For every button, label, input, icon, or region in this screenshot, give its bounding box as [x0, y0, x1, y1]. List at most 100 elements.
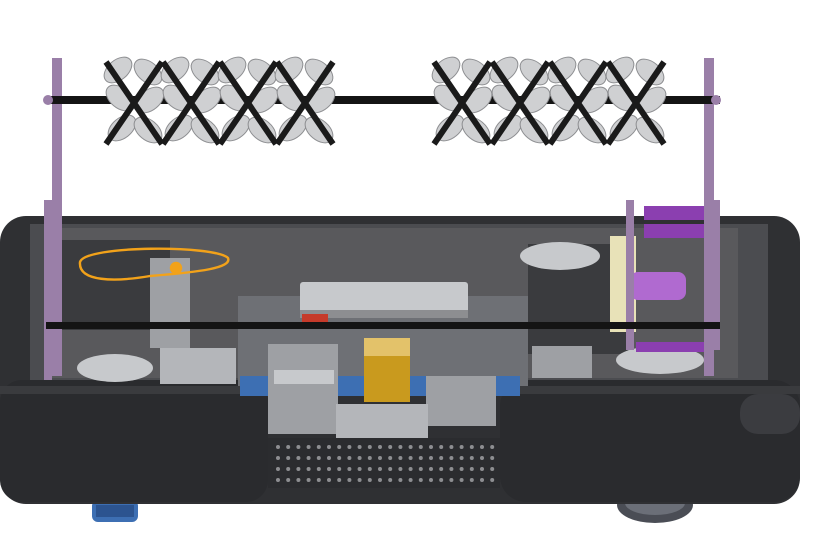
hole — [449, 445, 454, 449]
hole — [439, 467, 444, 471]
shafts — [43, 95, 721, 329]
side-plates — [44, 58, 720, 380]
hole — [347, 478, 352, 482]
right-drive-module — [520, 242, 704, 378]
hole — [388, 478, 393, 482]
hole — [337, 445, 342, 449]
hole — [449, 467, 454, 471]
hole — [408, 478, 413, 482]
hole — [469, 478, 474, 482]
hole — [327, 478, 331, 482]
roller-left-1 — [103, 56, 165, 146]
hole — [306, 456, 311, 460]
hole — [327, 467, 331, 471]
hole — [378, 456, 382, 460]
hole — [439, 478, 444, 482]
hole — [429, 467, 433, 471]
hole — [490, 445, 495, 449]
hole — [418, 445, 423, 449]
hole — [388, 456, 393, 460]
hole — [469, 456, 474, 460]
hole — [276, 467, 280, 471]
roller-right-3 — [547, 56, 609, 146]
hole — [490, 478, 495, 482]
intake-rollers — [103, 56, 667, 146]
hole — [388, 467, 393, 471]
hole — [276, 456, 280, 460]
hole — [286, 478, 291, 482]
motor-block-right — [426, 376, 496, 426]
hole — [286, 467, 291, 471]
hole — [276, 445, 280, 449]
hole — [480, 456, 484, 460]
hole — [378, 478, 382, 482]
hole — [357, 467, 362, 471]
hole — [388, 445, 393, 449]
center-bay — [238, 282, 528, 440]
lower-shaft — [46, 322, 720, 329]
hole — [398, 467, 403, 471]
hole — [367, 445, 372, 449]
hole — [490, 467, 495, 471]
hole — [378, 445, 382, 449]
bumper-left — [0, 380, 268, 502]
bumper-right — [500, 380, 800, 502]
hole — [316, 456, 321, 460]
hole — [316, 467, 321, 471]
hole — [378, 467, 382, 471]
hole — [480, 467, 484, 471]
sketch-outline — [78, 247, 230, 281]
hole — [429, 445, 433, 449]
hole — [296, 478, 301, 482]
top-shaft — [48, 96, 720, 104]
hole — [398, 445, 403, 449]
hole — [306, 467, 311, 471]
hole — [449, 478, 454, 482]
hole — [316, 478, 321, 482]
hole — [449, 456, 454, 460]
hole — [347, 445, 352, 449]
top-plate — [300, 282, 468, 314]
hole — [357, 445, 362, 449]
roller-left-4 — [274, 56, 336, 146]
hole — [398, 456, 403, 460]
left-drive-module — [60, 240, 236, 384]
hole — [357, 456, 362, 460]
hole — [337, 478, 342, 482]
hole — [286, 456, 291, 460]
hole — [480, 445, 484, 449]
hole — [469, 467, 474, 471]
hole — [327, 456, 331, 460]
hole — [429, 456, 433, 460]
hole — [347, 456, 352, 460]
hole — [367, 456, 372, 460]
roller-right-1 — [431, 56, 493, 146]
hole — [459, 478, 464, 482]
hole — [398, 478, 403, 482]
hole — [296, 456, 301, 460]
hole — [439, 445, 444, 449]
hole — [296, 445, 301, 449]
hole — [367, 478, 372, 482]
red-indicator — [302, 314, 328, 322]
motor-block-left — [268, 344, 338, 434]
hole — [306, 445, 311, 449]
roller-right-2 — [489, 56, 551, 146]
roller-left-3 — [217, 56, 279, 146]
hole — [408, 456, 413, 460]
hole — [418, 478, 423, 482]
hole — [459, 456, 464, 460]
hole — [286, 445, 291, 449]
hole — [418, 456, 423, 460]
hole — [296, 467, 301, 471]
roller-right-4 — [605, 56, 667, 146]
hole — [480, 478, 484, 482]
hole — [306, 478, 311, 482]
hole — [490, 456, 495, 460]
hole — [367, 467, 372, 471]
perforated-plate — [268, 438, 500, 488]
hole — [408, 445, 413, 449]
hole — [337, 467, 342, 471]
roller-left-2 — [160, 56, 222, 146]
